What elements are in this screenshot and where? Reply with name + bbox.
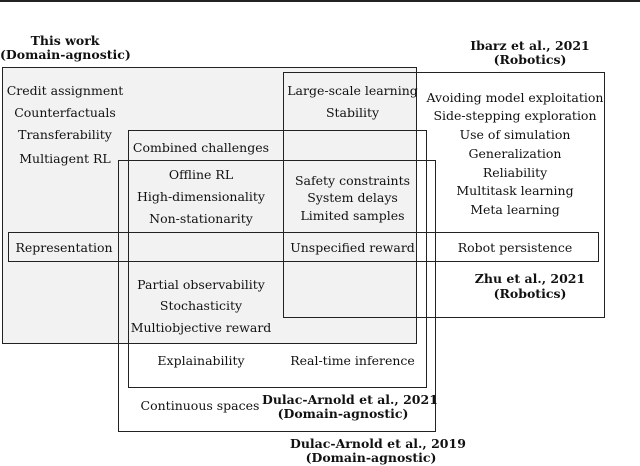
item-offline-rl: Offline RL	[168, 167, 234, 182]
item-reliability: Reliability	[482, 165, 548, 180]
dulac2021-label: Dulac-Arnold et al., 2021	[262, 392, 438, 407]
item-side-stepping-exploration: Side-stepping exploration	[433, 108, 597, 123]
dulac2019-label: Dulac-Arnold et al., 2019	[290, 436, 466, 451]
item-non-stationarity: Non-stationarity	[149, 211, 253, 226]
item-unspecified-reward: Unspecified reward	[290, 240, 415, 255]
dulac2019-box	[118, 160, 436, 432]
item-credit-assignment: Credit assignment	[6, 83, 124, 98]
item-limited-samples: Limited samples	[300, 208, 405, 223]
zhu-sublabel: (Robotics)	[493, 286, 567, 301]
item-partial-observability: Partial observability	[137, 277, 265, 292]
item-avoiding-model-exploitation: Avoiding model exploitation	[426, 90, 604, 105]
item-multiobjective-reward: Multiobjective reward	[130, 320, 272, 335]
top-rule	[0, 0, 640, 10]
item-stochasticity: Stochasticity	[159, 298, 243, 313]
ibarz-label: Ibarz et al., 2021	[470, 38, 590, 53]
item-generalization: Generalization	[468, 146, 562, 161]
this-work-label: This work	[30, 33, 100, 48]
item-representation: Representation	[15, 240, 113, 255]
item-use-of-simulation: Use of simulation	[459, 127, 571, 142]
ibarz-sublabel: (Robotics)	[493, 52, 567, 67]
dulac2019-sublabel: (Domain-agnostic)	[305, 450, 437, 465]
this-work-sublabel: (Domain-agnostic)	[0, 47, 131, 62]
item-system-delays: System delays	[307, 190, 398, 205]
dulac2021-box	[128, 130, 427, 388]
item-large-scale-learning: Large-scale learning	[287, 83, 418, 98]
item-combined-challenges: Combined challenges	[132, 140, 270, 155]
item-explainability: Explainability	[157, 353, 245, 368]
item-multitask-learning: Multitask learning	[456, 183, 574, 198]
dulac2021-sublabel: (Domain-agnostic)	[277, 406, 409, 421]
zhu-label: Zhu et al., 2021	[474, 271, 586, 286]
item-robot-persistence: Robot persistence	[457, 240, 573, 255]
this-work-box	[2, 67, 417, 344]
item-high-dimensionality: High-dimensionality	[137, 189, 265, 204]
item-stability: Stability	[325, 105, 380, 120]
item-continuous-spaces: Continuous spaces	[140, 398, 260, 413]
item-real-time-inference: Real-time inference	[290, 353, 415, 368]
item-multiagent-rl: Multiagent RL	[19, 151, 111, 166]
ibarz-box	[283, 72, 605, 318]
zhu-box	[8, 232, 599, 262]
item-transferability: Transferability	[18, 127, 112, 142]
item-counterfactuals: Counterfactuals	[14, 105, 116, 120]
item-safety-constraints: Safety constraints	[294, 173, 411, 188]
item-meta-learning: Meta learning	[470, 202, 560, 217]
